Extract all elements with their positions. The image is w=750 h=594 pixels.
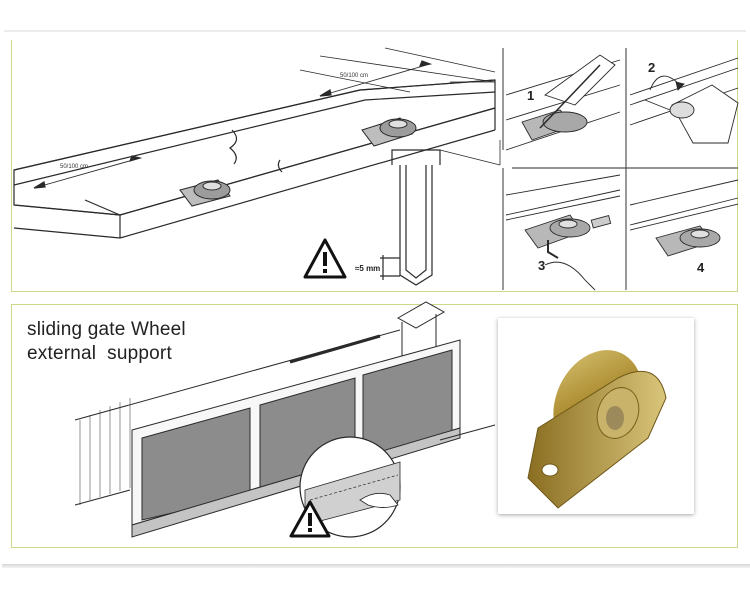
wheel-support-image xyxy=(527,350,667,509)
dimension-label-right: 50/100 cm xyxy=(340,73,368,79)
wheel-bracket-left xyxy=(179,179,231,207)
step-number-3: 3 xyxy=(538,258,545,273)
wheel-bracket-right xyxy=(361,117,417,147)
gate-profile-section xyxy=(380,140,501,286)
step-number-2: 2 xyxy=(648,60,655,75)
step-1-illustration xyxy=(505,54,621,151)
bottom-divider xyxy=(2,564,750,568)
step-4-illustration xyxy=(629,179,739,257)
warning-triangle-icon xyxy=(303,238,347,279)
step-number-1: 1 xyxy=(527,88,534,103)
caption-line-2: external support xyxy=(27,343,172,364)
step-2-illustration xyxy=(629,57,739,144)
caption-line-1: sliding gate Wheel xyxy=(27,319,186,340)
step-number-4: 4 xyxy=(697,260,705,275)
step-grid xyxy=(502,48,738,290)
clearance-label: ≈5 mm xyxy=(355,264,380,273)
top-divider xyxy=(4,30,746,32)
product-photo xyxy=(498,318,694,514)
dimension-label-left: 50/100 cm xyxy=(60,164,88,170)
beam-illustration xyxy=(13,47,496,239)
product-caption: sliding gate Wheel external support xyxy=(27,318,186,366)
step-3-illustration xyxy=(505,174,621,291)
